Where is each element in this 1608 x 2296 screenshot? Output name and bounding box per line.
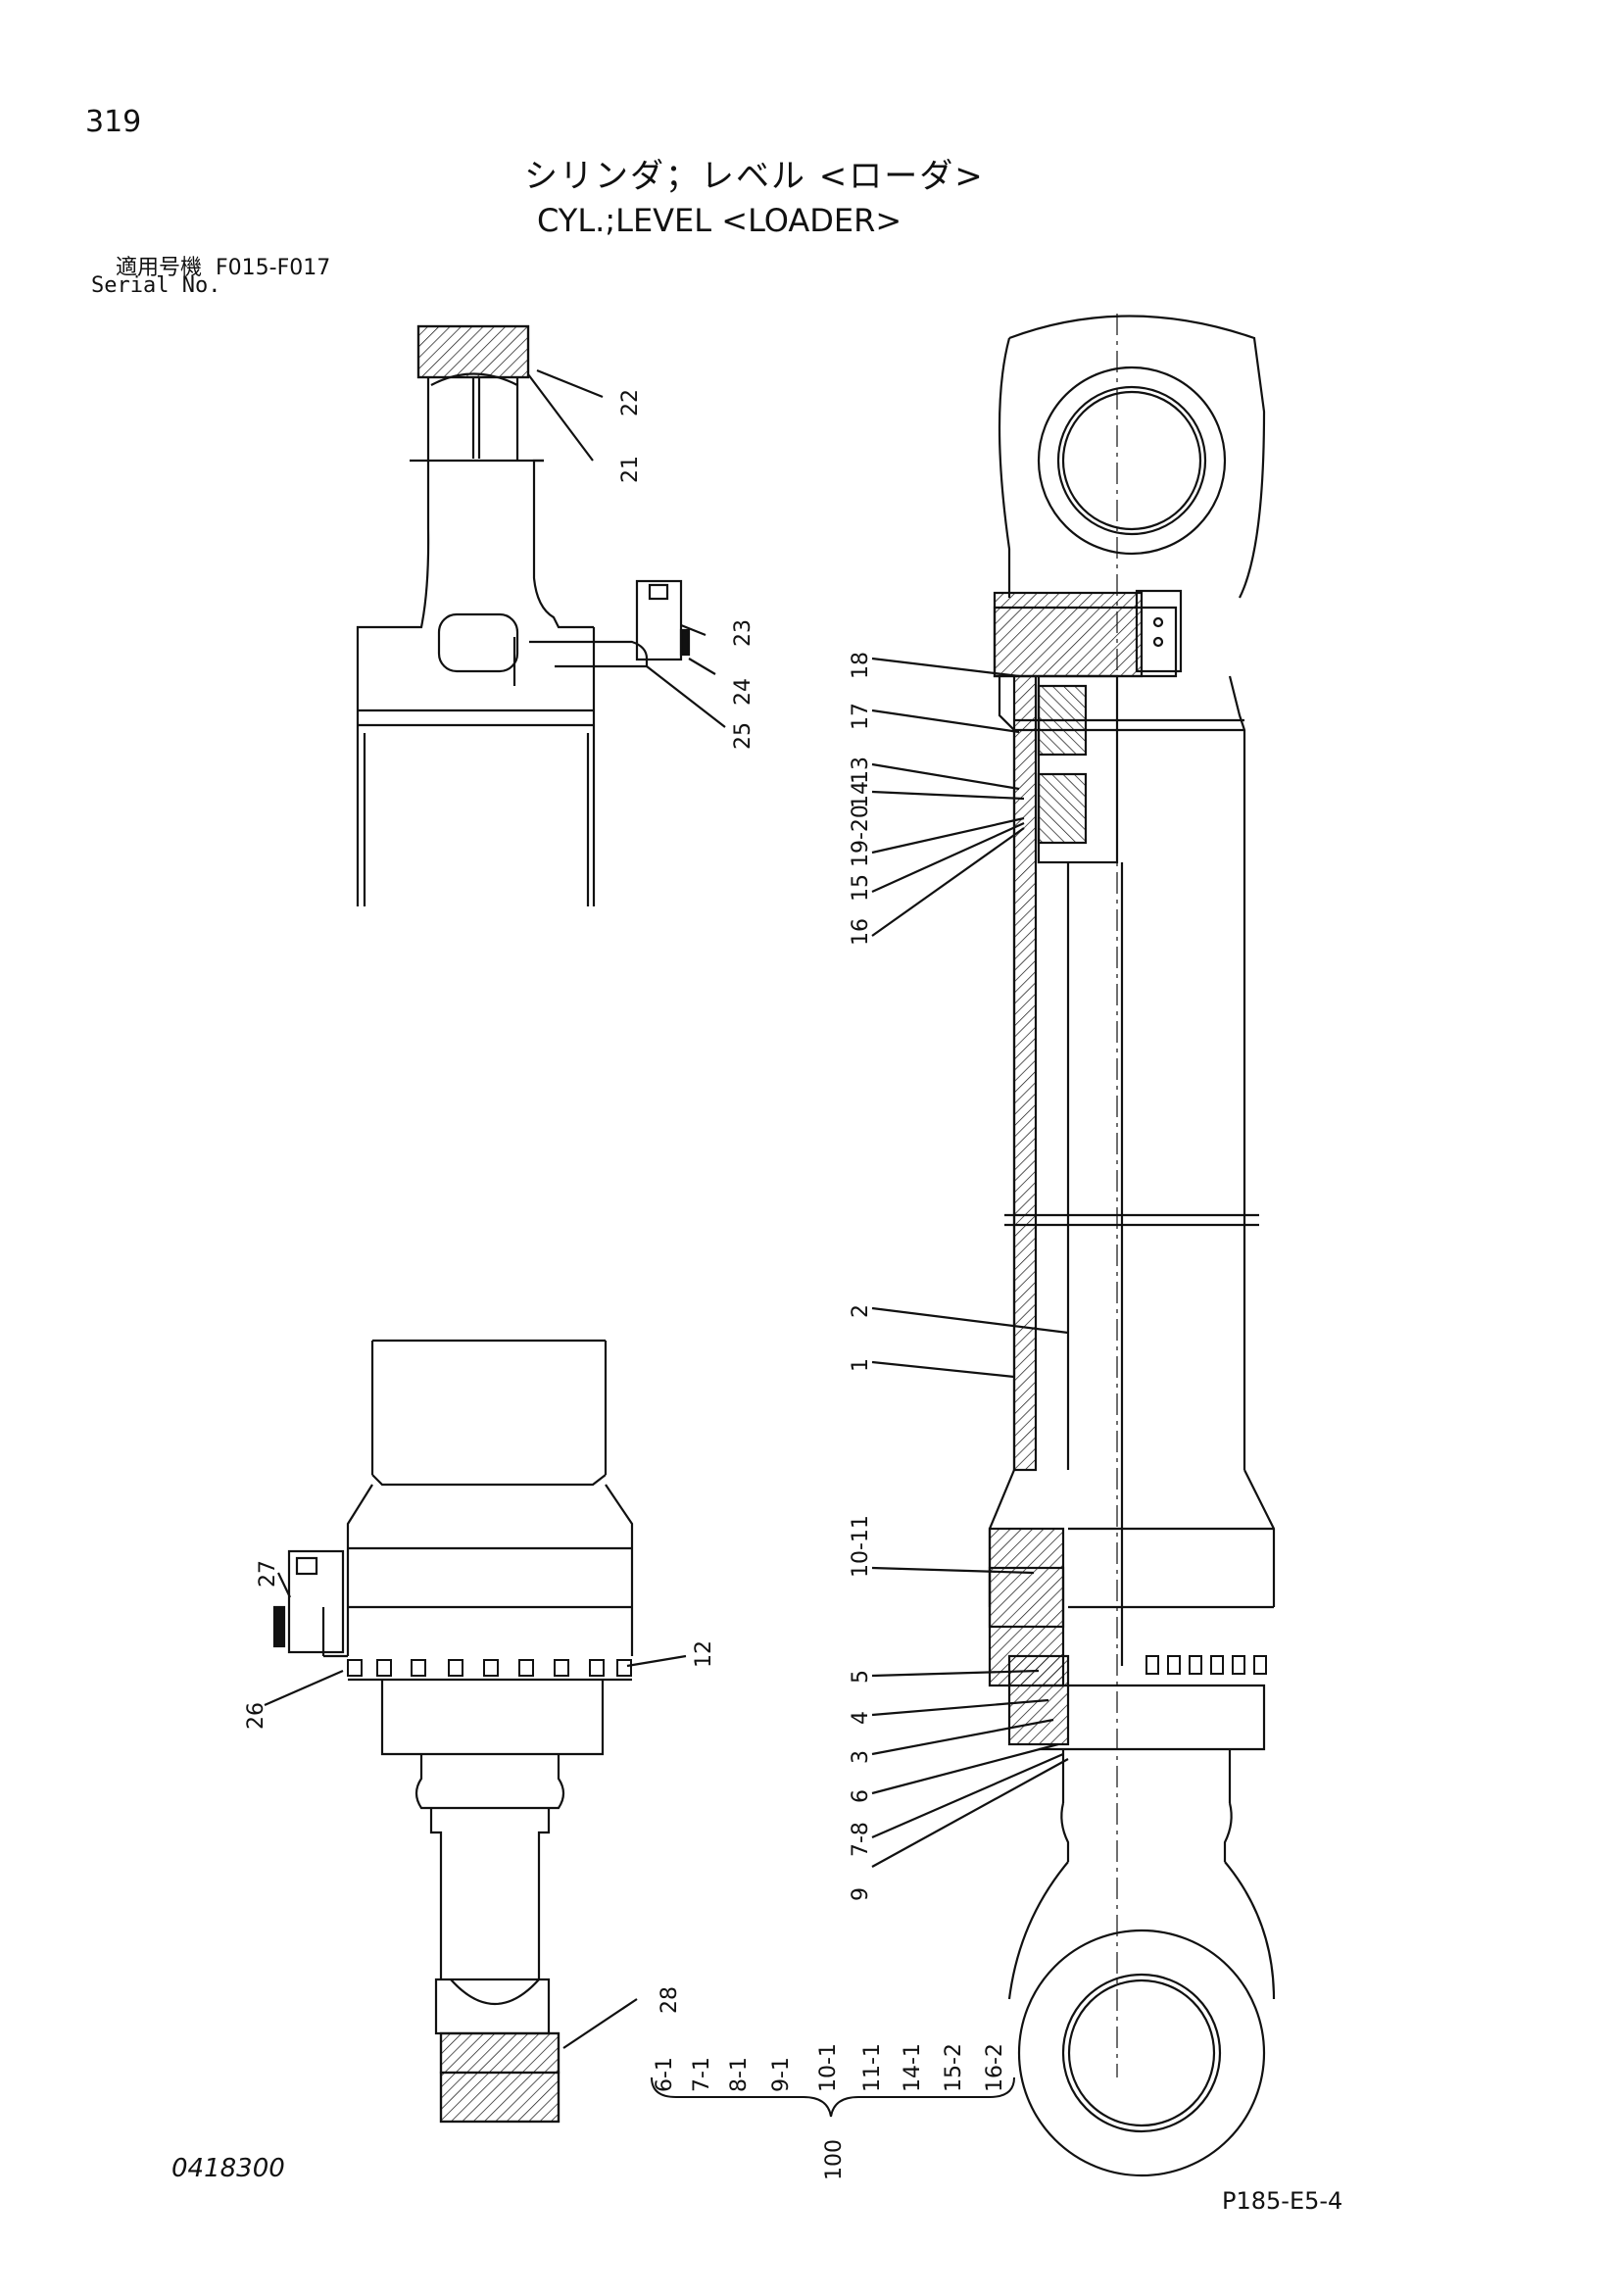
callout-6: 6 [849,1789,873,1803]
serial-range: F015-F017 [216,256,331,280]
callout-12: 12 [692,1640,716,1668]
main-cylinder [988,314,1276,2177]
kit-item: 15-2 [942,2043,966,2092]
callout-24: 24 [731,678,755,706]
callout-28: 28 [658,1986,682,2014]
kit-item: 8-1 [727,2057,752,2092]
callout-13: 13 [849,757,873,784]
callout-3: 3 [849,1750,873,1764]
callout-10-11: 10-11 [849,1515,873,1578]
callout-4: 4 [849,1711,873,1725]
callout-27: 27 [256,1560,280,1588]
callout-1: 1 [849,1358,873,1372]
kit-item: 16-2 [983,2043,1007,2092]
page-number: 319 [85,105,142,139]
callout-22: 22 [618,389,643,416]
serial-label-jp: 適用号機 [116,256,203,280]
serial-applicable-label: 適用号機 F015-F017 [116,250,330,281]
kit-label: 100 [822,2139,847,2180]
callout-23: 23 [731,619,755,647]
document-code: 0418300 [171,2154,285,2183]
serial-label-en: Serial No. [91,273,221,298]
page-code: P185-E5-4 [1222,2187,1343,2215]
callout-17: 17 [849,703,873,730]
callout-26: 26 [244,1702,268,1730]
rod-end-detail [272,1339,634,2124]
callout-5: 5 [849,1670,873,1684]
callout-19-20: 19-20 [849,805,873,867]
callout-2: 2 [849,1304,873,1318]
title-japanese: シリンダ；レベル <ローダ> [524,157,985,196]
kit-item: 10-1 [816,2043,841,2092]
callout-7-8: 7-8 [849,1822,873,1857]
callout-21: 21 [618,456,643,483]
callout-14: 14 [849,781,873,808]
title-english: CYL.;LEVEL <LOADER> [537,202,902,239]
callout-9: 9 [849,1887,873,1901]
callout-15: 15 [849,874,873,902]
kit-item: 9-1 [769,2057,794,2092]
callout-16: 16 [849,918,873,946]
kit-item: 7-1 [690,2057,714,2092]
head-end-detail [356,324,691,906]
kit-item: 6-1 [653,2057,677,2092]
kit-item: 11-1 [860,2043,885,2092]
callout-25: 25 [731,722,755,750]
callout-18: 18 [849,652,873,679]
kit-item: 14-1 [901,2043,925,2092]
kit-item-list: 6-1 7-1 8-1 9-1 10-1 11-1 14-1 15-2 16-2… [653,2043,1007,2180]
